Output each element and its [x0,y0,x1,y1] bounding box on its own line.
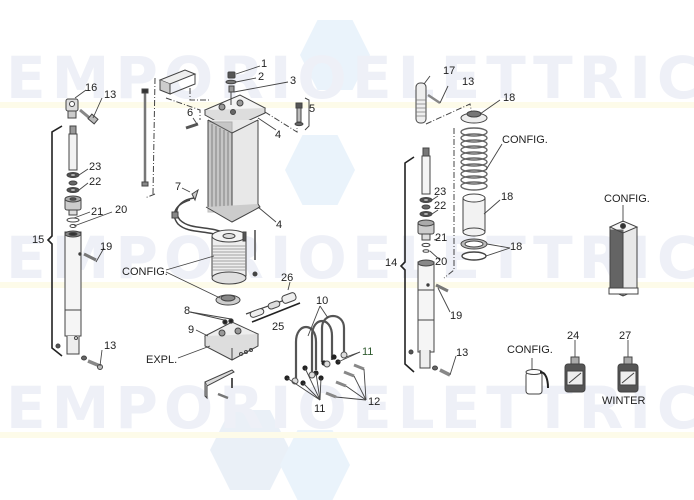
leader-lines [73,65,629,401]
callout-13: 13 [104,340,117,352]
callout-5: 5 [309,103,316,115]
pipes-assembly [284,314,365,399]
watermark-text: EMPORIO [6,224,353,292]
callout-17: 17 [443,65,456,77]
watermark-band [0,432,694,438]
callout-23: 23 [89,161,102,173]
watermark-hexagon [210,410,290,490]
config-label-capacitor: CONFIG. [507,344,553,356]
callout-6: 6 [187,107,194,119]
center-tank-assembly [141,69,310,400]
callout-22: 22 [89,176,102,188]
watermark-band [0,282,694,288]
callout-9: 9 [188,324,195,336]
right-cylinder-assembly [399,82,488,377]
callout-10: 10 [316,295,329,307]
callout-18: 18 [503,92,516,104]
callout-19: 19 [100,241,113,253]
callout-22: 22 [434,200,447,212]
reservoir [608,220,639,297]
callout-8: 8 [184,305,191,317]
capacitor [525,369,549,395]
callout-7: 7 [175,181,182,193]
callout-13: 13 [456,347,469,359]
callout-4: 4 [275,129,282,141]
callout-25: 25 [272,321,285,333]
callout-20: 20 [435,256,448,268]
callout-21: 21 [91,206,104,218]
callout-11: 11 [314,403,326,415]
callout-24: 24 [567,330,580,342]
winter-label: WINTER [602,395,646,407]
bottle-24 [564,356,586,393]
callout-14: 14 [385,257,398,269]
callout-13: 13 [104,89,117,101]
callout-4: 4 [276,219,283,231]
config-label-spring: CONFIG. [502,134,548,146]
left-cylinder-assembly [46,98,103,370]
callout-16: 16 [85,82,98,94]
config-label-motor: CONFIG. [122,266,168,278]
callout-18: 18 [501,191,514,203]
callout-15: 15 [32,234,45,246]
watermark-text: EMPORIO [6,374,353,442]
callout-26: 26 [281,272,294,284]
callout-2: 2 [258,71,265,83]
watermark-text: ELETTRICO [352,44,694,112]
callout-19: 19 [450,310,463,322]
watermark-band [0,102,694,108]
callout-18: 18 [510,241,523,253]
callout-23: 23 [434,186,447,198]
callout-11: 11 [362,346,374,358]
expl-label: EXPL. [146,354,178,366]
callout-1: 1 [261,58,268,70]
bottle-27 [617,356,639,393]
callout-3: 3 [290,75,297,87]
callout-27: 27 [619,330,632,342]
config-label-reservoir: CONFIG. [604,193,650,205]
callout-21: 21 [435,232,448,244]
callout-13: 13 [462,76,475,88]
callout-12: 12 [368,396,381,408]
callout-20: 20 [115,204,128,216]
